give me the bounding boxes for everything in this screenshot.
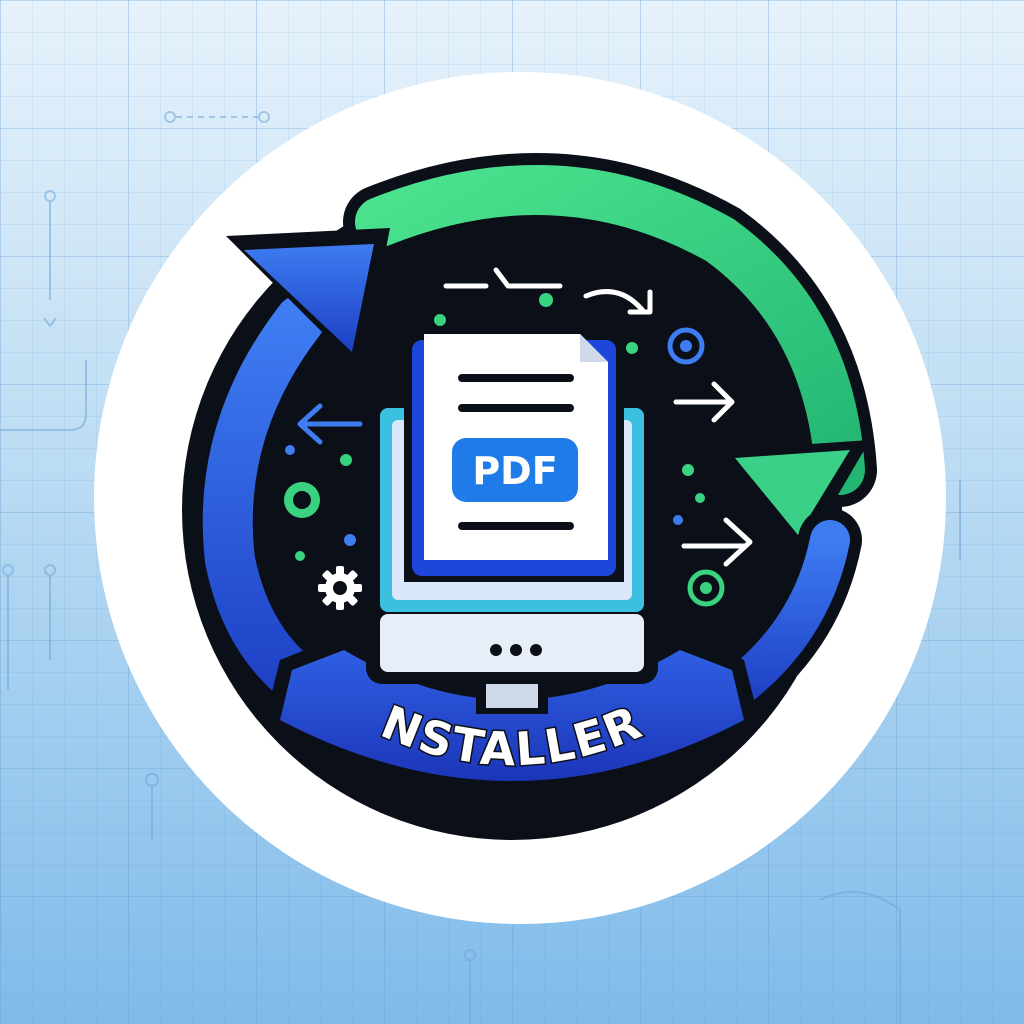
target-icon [284, 327, 725, 607]
pdf-label: PDF [472, 449, 557, 493]
pdf-badge: PDF [452, 438, 578, 502]
arrow-icon [443, 267, 753, 567]
decorative-dots [285, 293, 705, 561]
back-arrow-icon [297, 403, 363, 445]
gear-icon [318, 566, 362, 610]
